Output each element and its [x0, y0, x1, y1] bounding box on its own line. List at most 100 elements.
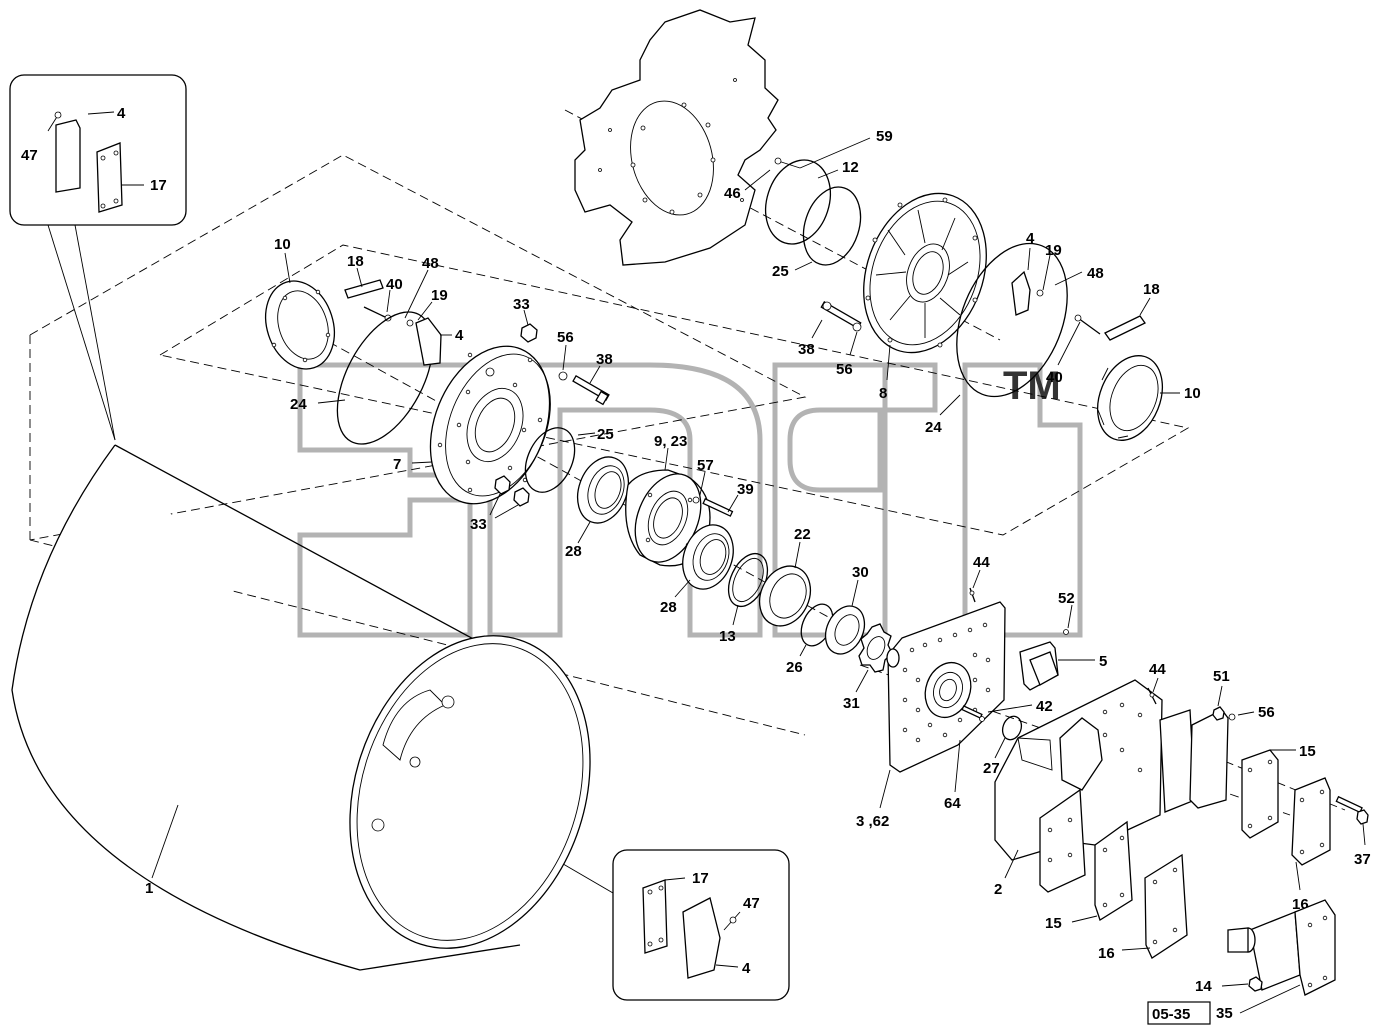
- pin-44-top: 44: [969, 554, 990, 603]
- callout-19-left: 19: [431, 287, 448, 304]
- callout-7: 7: [393, 456, 401, 473]
- left-lock-plate: 18 40: [344, 253, 403, 322]
- screw-39: 57 39: [692, 457, 754, 517]
- left-bolt-38: 56 38: [557, 329, 613, 406]
- callout-42: 42: [1036, 698, 1053, 715]
- right-ring-24-set: 4 19 48 24: [925, 230, 1104, 436]
- callout-47-inset-top: 47: [21, 147, 38, 164]
- bracket-51-56: 51 56: [1189, 668, 1275, 809]
- callout-39: 39: [737, 481, 754, 498]
- drive-motor-35: 14 35: [1195, 899, 1336, 1022]
- callout-56-right: 56: [836, 361, 853, 378]
- callout-57: 57: [697, 457, 714, 474]
- callout-28-second: 28: [660, 599, 677, 616]
- callout-25-left: 25: [597, 426, 614, 443]
- shim-16-right: 37 16: [1291, 777, 1371, 913]
- callout-28-first: 28: [565, 543, 582, 560]
- left-ring-24-set: 48 19 4 24: [290, 255, 464, 445]
- callout-33-bottom: 33: [470, 516, 487, 533]
- callout-52: 52: [1058, 590, 1075, 607]
- trademark-mark: TM: [1003, 364, 1061, 408]
- screws-42-64: 42 64: [944, 698, 1053, 812]
- callout-15-bottom: 15: [1045, 915, 1062, 932]
- callout-35: 35: [1216, 1005, 1233, 1022]
- callout-33-top: 33: [513, 296, 530, 313]
- inset-top-left: 47 4 17: [9, 74, 187, 441]
- callout-51: 51: [1213, 668, 1230, 685]
- top-seal-rings: 59 12 46 25: [724, 128, 893, 280]
- seal-22: 22: [758, 526, 812, 627]
- callout-4-right: 4: [1026, 230, 1035, 247]
- callout-38-left: 38: [596, 351, 613, 368]
- callout-46: 46: [724, 185, 741, 202]
- callout-12: 12: [842, 159, 859, 176]
- locknut-30: 30: [824, 564, 869, 655]
- callout-2: 2: [994, 881, 1002, 898]
- right-bolt-38: 38 56: [798, 301, 862, 378]
- callout-1-drum: 1: [145, 880, 153, 897]
- callout-16-bottom: 16: [1098, 945, 1115, 962]
- callout-59: 59: [876, 128, 893, 145]
- callout-13: 13: [719, 628, 736, 645]
- callout-18-right: 18: [1143, 281, 1160, 298]
- callout-17-inset-top: 17: [150, 177, 167, 194]
- callout-4-left: 4: [455, 327, 464, 344]
- callout-44-right: 44: [1149, 661, 1166, 678]
- callout-40-left: 40: [386, 276, 403, 293]
- bracket-2: 2: [994, 679, 1196, 898]
- callout-4-inset-top: 4: [117, 105, 126, 122]
- flange-7: 7: [393, 345, 551, 505]
- page-code: 05-35: [1147, 1001, 1211, 1025]
- callout-37: 37: [1354, 851, 1371, 868]
- callout-14: 14: [1195, 978, 1212, 995]
- watermark: TM: [297, 362, 1083, 638]
- left-ring-10: 10: [265, 236, 335, 370]
- mount-plate-3-62: 3 ,62: [856, 601, 1006, 830]
- right-ring-10: 10: [1097, 355, 1201, 441]
- callout-40-right: 40: [1046, 369, 1063, 386]
- callout-27: 27: [983, 760, 1000, 777]
- callout-47-inset-bottom: 47: [743, 895, 760, 912]
- callout-3-62: 3 ,62: [856, 813, 889, 830]
- drum-shell: 1: [11, 444, 591, 971]
- callout-5: 5: [1099, 653, 1107, 670]
- callout-8: 8: [879, 385, 887, 402]
- callout-18-left: 18: [347, 253, 364, 270]
- callout-15-right: 15: [1299, 743, 1316, 760]
- left-ring-25: 25: [524, 426, 614, 493]
- callout-17-inset-bottom: 17: [692, 870, 709, 887]
- bearing-28-first: 28: [565, 456, 630, 560]
- callout-48-left: 48: [422, 255, 439, 272]
- callout-10-right: 10: [1184, 385, 1201, 402]
- rubber-mount-5: 52 5: [1019, 590, 1107, 691]
- right-lock-plate: 18 40: [1046, 281, 1160, 386]
- pin-44-right: 44: [1147, 661, 1166, 705]
- lockwasher-31: 31: [843, 623, 893, 712]
- callout-4-inset-bottom: 4: [742, 960, 751, 977]
- callout-56-bottom: 56: [1258, 704, 1275, 721]
- callout-44-top: 44: [973, 554, 990, 571]
- shim-15-right: 15: [1241, 743, 1316, 839]
- nuts-33: 33 33: [470, 296, 538, 533]
- ring-13: 13: [719, 552, 769, 645]
- callout-64: 64: [944, 795, 961, 812]
- callout-31: 31: [843, 695, 860, 712]
- shims-bottom: 15 16: [1045, 820, 1188, 962]
- spider-plate: [574, 9, 779, 266]
- callout-10-left: 10: [274, 236, 291, 253]
- callout-22: 22: [794, 526, 811, 543]
- callout-19-right: 19: [1045, 242, 1062, 259]
- bearing-housing-9-23: 9, 23: [625, 433, 711, 567]
- ring-27: 27: [983, 715, 1023, 777]
- callout-48-right: 48: [1087, 265, 1104, 282]
- callout-24-left: 24: [290, 396, 307, 413]
- page-code-label: 05-35: [1152, 1006, 1190, 1023]
- callout-26: 26: [786, 659, 803, 676]
- callout-38-right: 38: [798, 341, 815, 358]
- callout-56-left: 56: [557, 329, 574, 346]
- callout-25-top: 25: [772, 263, 789, 280]
- housing-8: 8: [863, 192, 987, 402]
- bearing-28-second: 28: [660, 524, 734, 616]
- callout-30: 30: [852, 564, 869, 581]
